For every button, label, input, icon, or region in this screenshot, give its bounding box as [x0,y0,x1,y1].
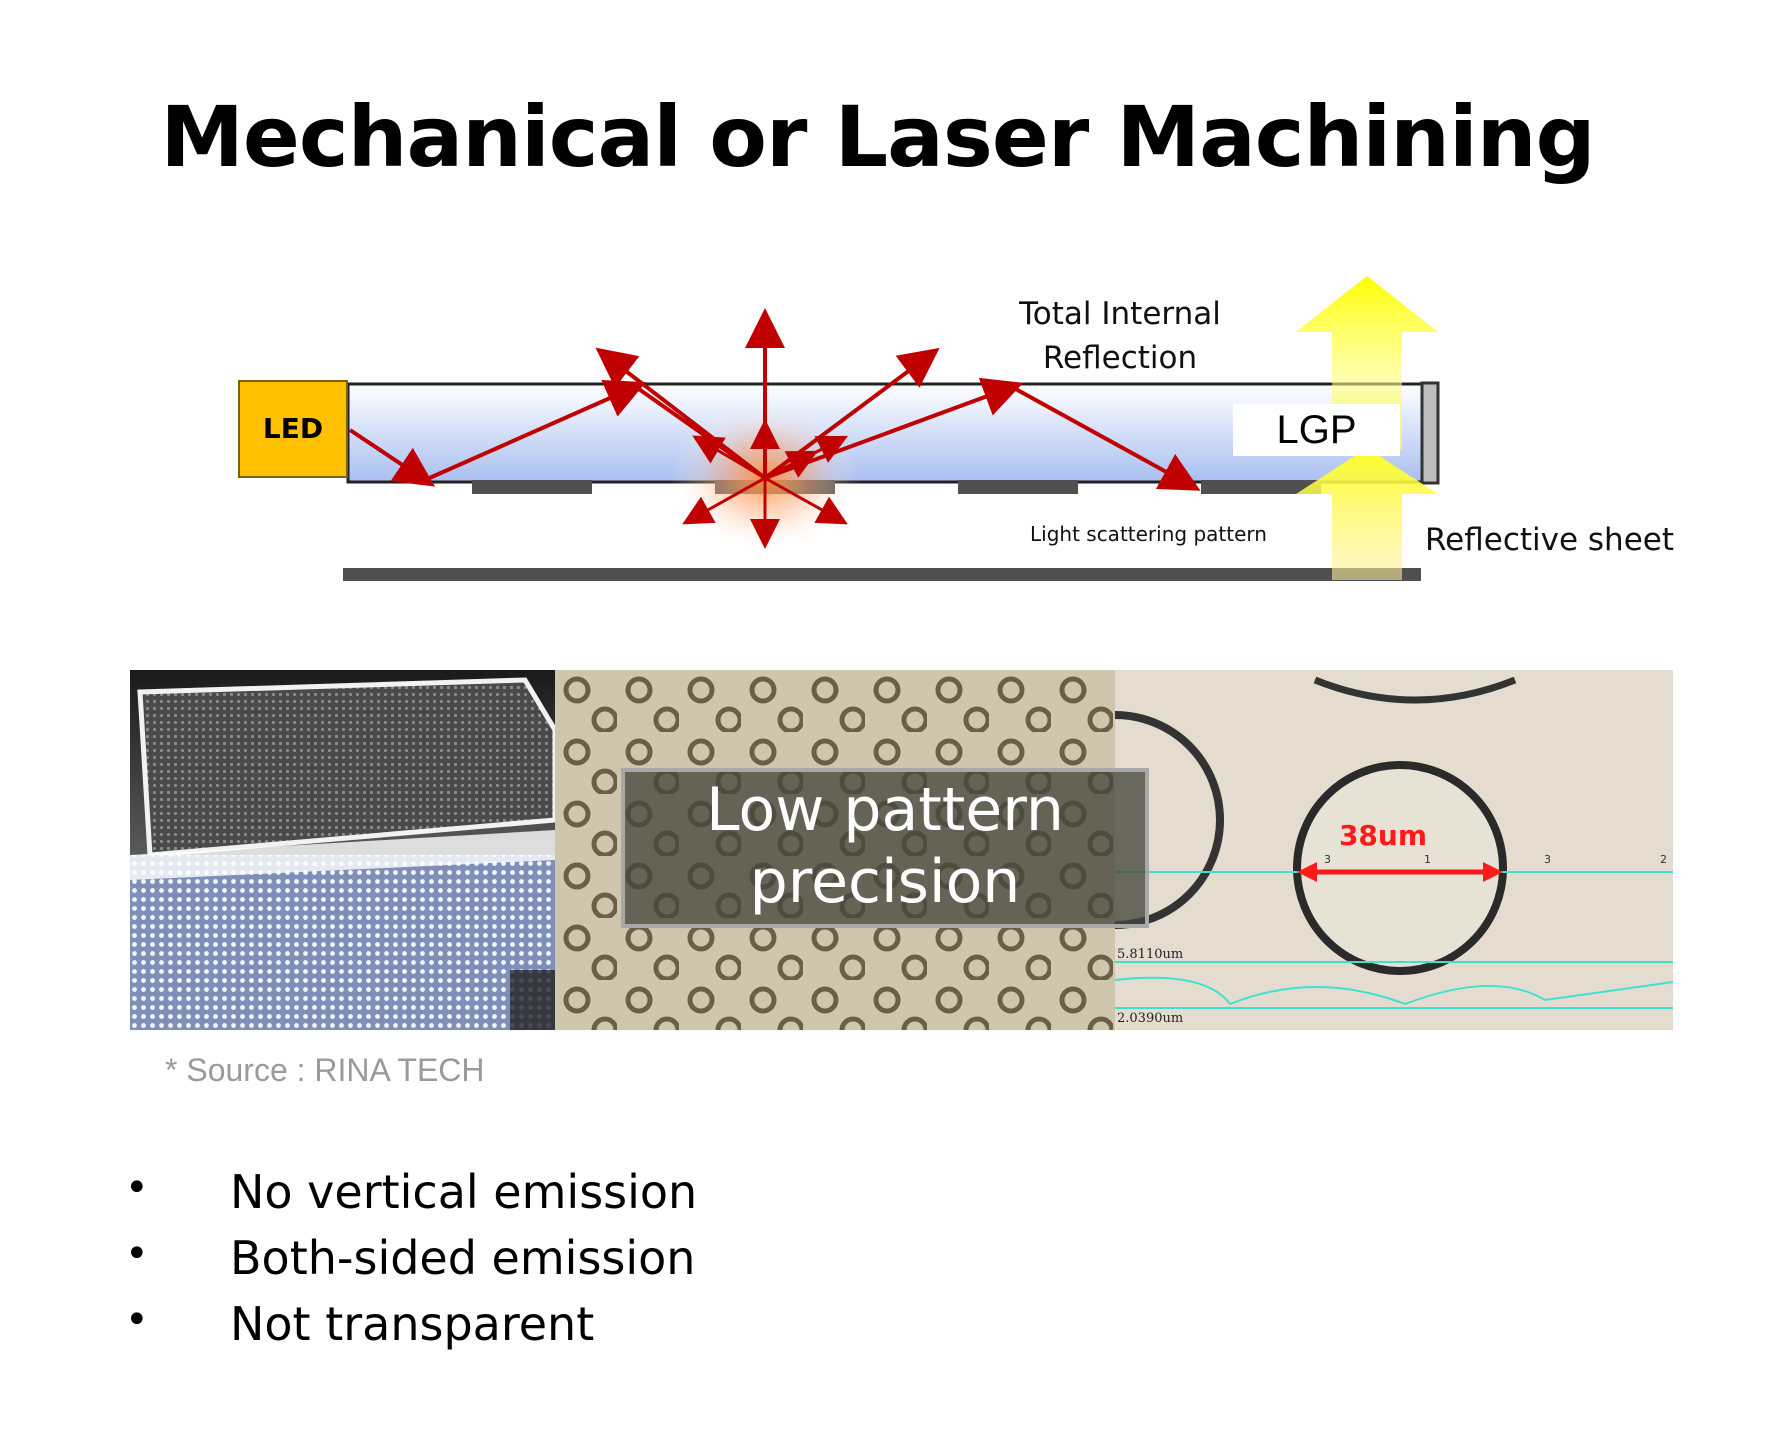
page-title: Mechanical or Laser Machining [160,88,1595,186]
scatter-pattern-label: Light scattering pattern [1030,522,1267,546]
measurement-photo: 38um 3 1 3 2 5.8110um 2.0390um [1115,670,1673,1030]
emission-arrow-top [1296,276,1438,390]
overlay-line2: precision [749,847,1021,917]
emission-arrow-bottom [1296,448,1438,580]
lgp-panel-photo [130,670,555,1030]
lgp-label-box [1233,404,1400,456]
ray-small-6 [764,476,848,525]
ray-small-4 [682,476,766,525]
overlay-box [621,768,1149,928]
ray-led-down [348,428,435,487]
reflective-sheet [343,568,1421,581]
overlay-text: Low pattern precision [621,768,1149,928]
led-box [238,380,348,478]
ray-scatter-upleft [595,347,767,480]
bullet-text: Both-sided emission [230,1231,696,1285]
tick-label-4: 2 [1660,853,1667,866]
lgp-end-cap [1420,381,1440,485]
scale-label-1: 5.8110um [1117,947,1183,962]
ray-small-7 [764,450,819,480]
measurement-graphic: 38um 3 1 3 2 5.8110um 2.0390um [1115,676,1673,1026]
led-label: LED [262,412,324,445]
bullet-text: Not transparent [230,1297,595,1351]
tir-label-line2: Reflection [1042,340,1198,376]
bullet-text: No vertical emission [230,1165,698,1219]
scale-label-2: 2.0390um [1117,1011,1183,1026]
overlay-line1: Low pattern [706,775,1064,845]
ray-tir-down [1011,385,1201,491]
lgp-label: LGP [1276,408,1357,452]
measure-label: 38um [1339,819,1427,852]
ray-small-1 [692,435,766,480]
bullet-icon: • [125,1297,149,1343]
tir-label: Total Internal Reflection [1000,292,1240,380]
reflective-sheet-label: Reflective sheet [1425,522,1674,558]
bullet-icon: • [125,1165,149,1211]
scatter-pattern-3 [958,480,1078,494]
tick-label-1: 3 [1324,853,1331,866]
ray-tir-up [424,380,646,482]
scatter-pattern-1 [472,480,592,494]
bullet-icon: • [125,1231,149,1277]
scatter-pattern-4 [1201,480,1321,494]
tick-label-2: 1 [1424,853,1431,866]
source-note: * Source : RINA TECH [165,1052,485,1088]
tick-label-3: 3 [1544,853,1551,866]
tir-label-line1: Total Internal [1019,296,1221,332]
